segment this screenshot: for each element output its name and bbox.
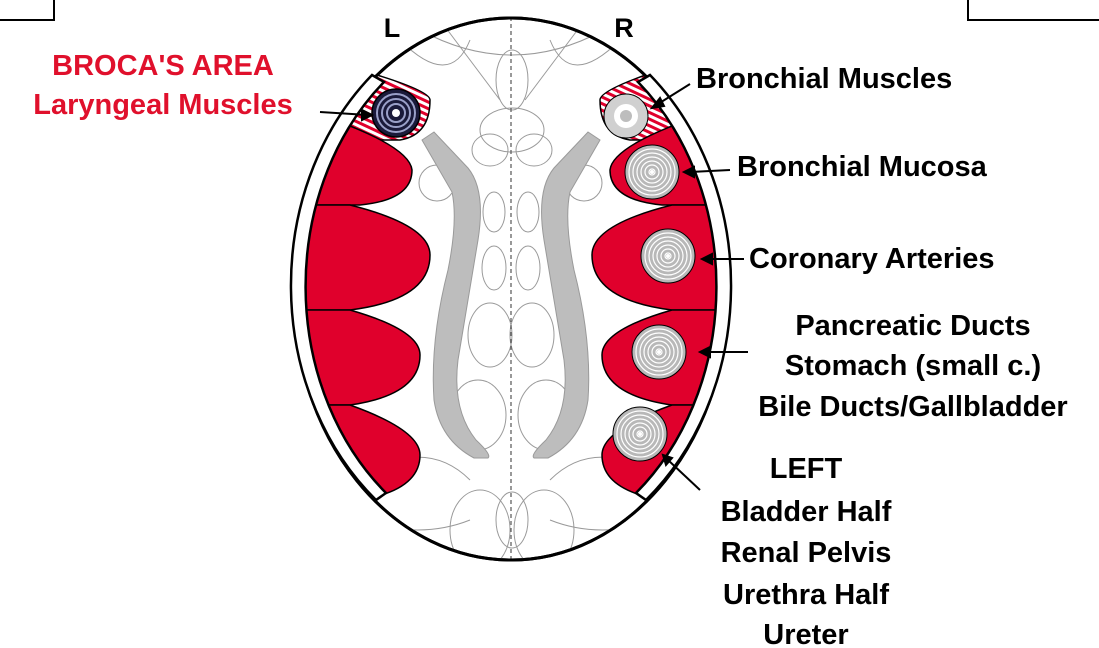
- urinary-label-2: Bladder Half: [721, 496, 892, 528]
- right-side-label: R: [614, 13, 634, 43]
- coronary-arteries-target: [641, 229, 695, 283]
- digestive-label-1: Pancreatic Ducts: [795, 310, 1030, 342]
- left-side-label: L: [384, 13, 401, 43]
- bronchial-mucosa-label: Bronchial Mucosa: [737, 151, 988, 183]
- bronchial-muscles-label: Bronchial Muscles: [696, 63, 952, 95]
- laryngeal-muscles-label: Laryngeal Muscles: [33, 89, 293, 121]
- frame-corner-left: [0, 0, 54, 20]
- digestive-target: [632, 325, 686, 379]
- urinary-label-1: LEFT: [770, 453, 843, 485]
- frame-corner-right: [968, 0, 1099, 20]
- broca-area-label: BROCA'S AREA: [52, 50, 274, 82]
- left-red-relays: [290, 70, 430, 500]
- bronchial-mucosa-target: [625, 145, 679, 199]
- digestive-label-3: Bile Ducts/Gallbladder: [758, 391, 1067, 423]
- urinary-label-3: Renal Pelvis: [721, 537, 892, 569]
- bronchial-muscles-target: [604, 94, 648, 138]
- arrow-urinary: [668, 460, 700, 490]
- digestive-label-2: Stomach (small c.): [785, 350, 1041, 382]
- urinary-target: [613, 407, 667, 461]
- coronary-arteries-label: Coronary Arteries: [749, 243, 995, 275]
- broca-target: [372, 89, 420, 137]
- urinary-label-5: Ureter: [763, 619, 848, 648]
- urinary-label-4: Urethra Half: [723, 579, 889, 611]
